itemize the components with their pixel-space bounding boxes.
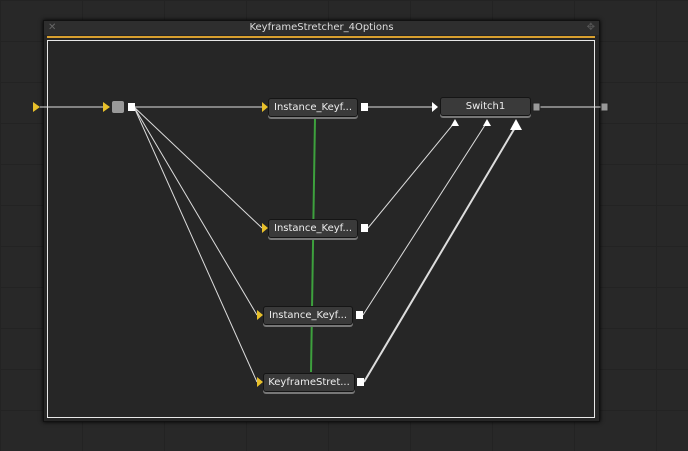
node-instance-2[interactable]: Instance_Keyf...	[268, 219, 358, 238]
switch-input-icon	[510, 119, 522, 130]
group-title-bar[interactable]: ✕ KeyframeStretcher_4Options ✥	[44, 21, 599, 35]
switch-input-icon	[483, 119, 491, 126]
switch-input-icon	[432, 102, 438, 112]
switch-input-icon	[451, 119, 459, 126]
link	[133, 106, 263, 229]
group-title: KeyframeStretcher_4Options	[249, 22, 394, 33]
link	[133, 106, 258, 383]
node-switch1[interactable]: Switch1	[440, 97, 531, 116]
group-accent-bar	[47, 36, 595, 38]
group-content-frame	[47, 40, 595, 418]
input-triangle-icon	[257, 377, 263, 387]
close-icon[interactable]: ✕	[48, 22, 57, 33]
link	[133, 106, 258, 316]
input-triangle-icon	[257, 310, 263, 320]
input-triangle-icon	[103, 102, 110, 112]
input-triangle-icon	[262, 223, 268, 233]
output-square-icon	[356, 311, 363, 319]
output-square-icon	[361, 224, 368, 232]
group-output-icon	[600, 102, 609, 112]
link	[367, 121, 456, 229]
output-square-icon	[361, 103, 368, 111]
node-instance-1[interactable]: Instance_Keyf...	[268, 98, 358, 117]
instance-link	[310, 117, 316, 373]
pipe-router-node	[112, 101, 124, 113]
switch-output-icon	[532, 102, 541, 112]
output-square-icon	[128, 103, 135, 111]
move-icon[interactable]: ✥	[586, 22, 595, 33]
output-square-icon	[357, 378, 364, 386]
group-node[interactable]: ✕ KeyframeStretcher_4Options ✥	[43, 20, 600, 422]
link	[362, 121, 488, 316]
group-input-icon	[33, 102, 40, 112]
input-triangle-icon	[262, 102, 268, 112]
node-keyframe-stretcher[interactable]: KeyframeStret...	[263, 373, 355, 392]
link	[363, 125, 517, 383]
node-instance-3[interactable]: Instance_Keyf...	[263, 306, 353, 325]
